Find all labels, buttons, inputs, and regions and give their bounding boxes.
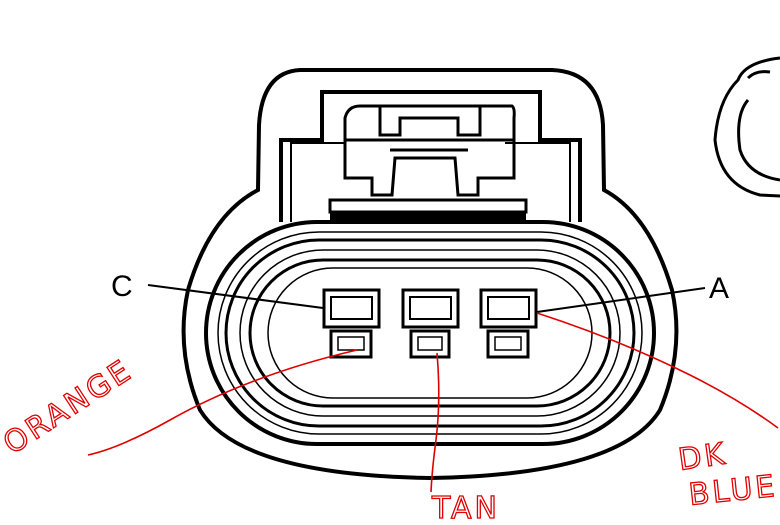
pin-label-c: C: [111, 270, 133, 303]
latch-base-fill: [330, 212, 526, 222]
leader-line-c: [147, 284, 324, 309]
wire-line-dk-blue: [536, 312, 779, 429]
terminal-b: [401, 288, 460, 359]
adjacent-connector-partial: [713, 56, 780, 198]
annotation-tan: TAN: [431, 491, 500, 525]
latch-tab: [343, 104, 516, 197]
wire-line-orange: [87, 349, 358, 456]
seal-ring-4: [239, 249, 621, 417]
seal-ring-6: [267, 267, 593, 399]
seal-ring-2: [217, 231, 643, 435]
seal-ring-3: [224, 238, 636, 428]
seal-ring-5: [248, 258, 612, 408]
terminal-a: [479, 288, 538, 359]
latch-detail: [345, 106, 514, 152]
annotation-blue: BLUE: [687, 469, 779, 513]
annotation-dk: DK: [676, 436, 729, 477]
seal-ring-1: [204, 220, 656, 446]
latch-inner: [290, 142, 571, 222]
wire-line-tan: [430, 352, 440, 493]
latch-base: [328, 198, 528, 214]
latch-frame: [279, 90, 582, 222]
leader-line-a: [536, 287, 706, 313]
terminal-c: [322, 288, 381, 359]
connector-housing-outline: [181, 68, 679, 481]
pin-label-a: A: [709, 272, 729, 305]
